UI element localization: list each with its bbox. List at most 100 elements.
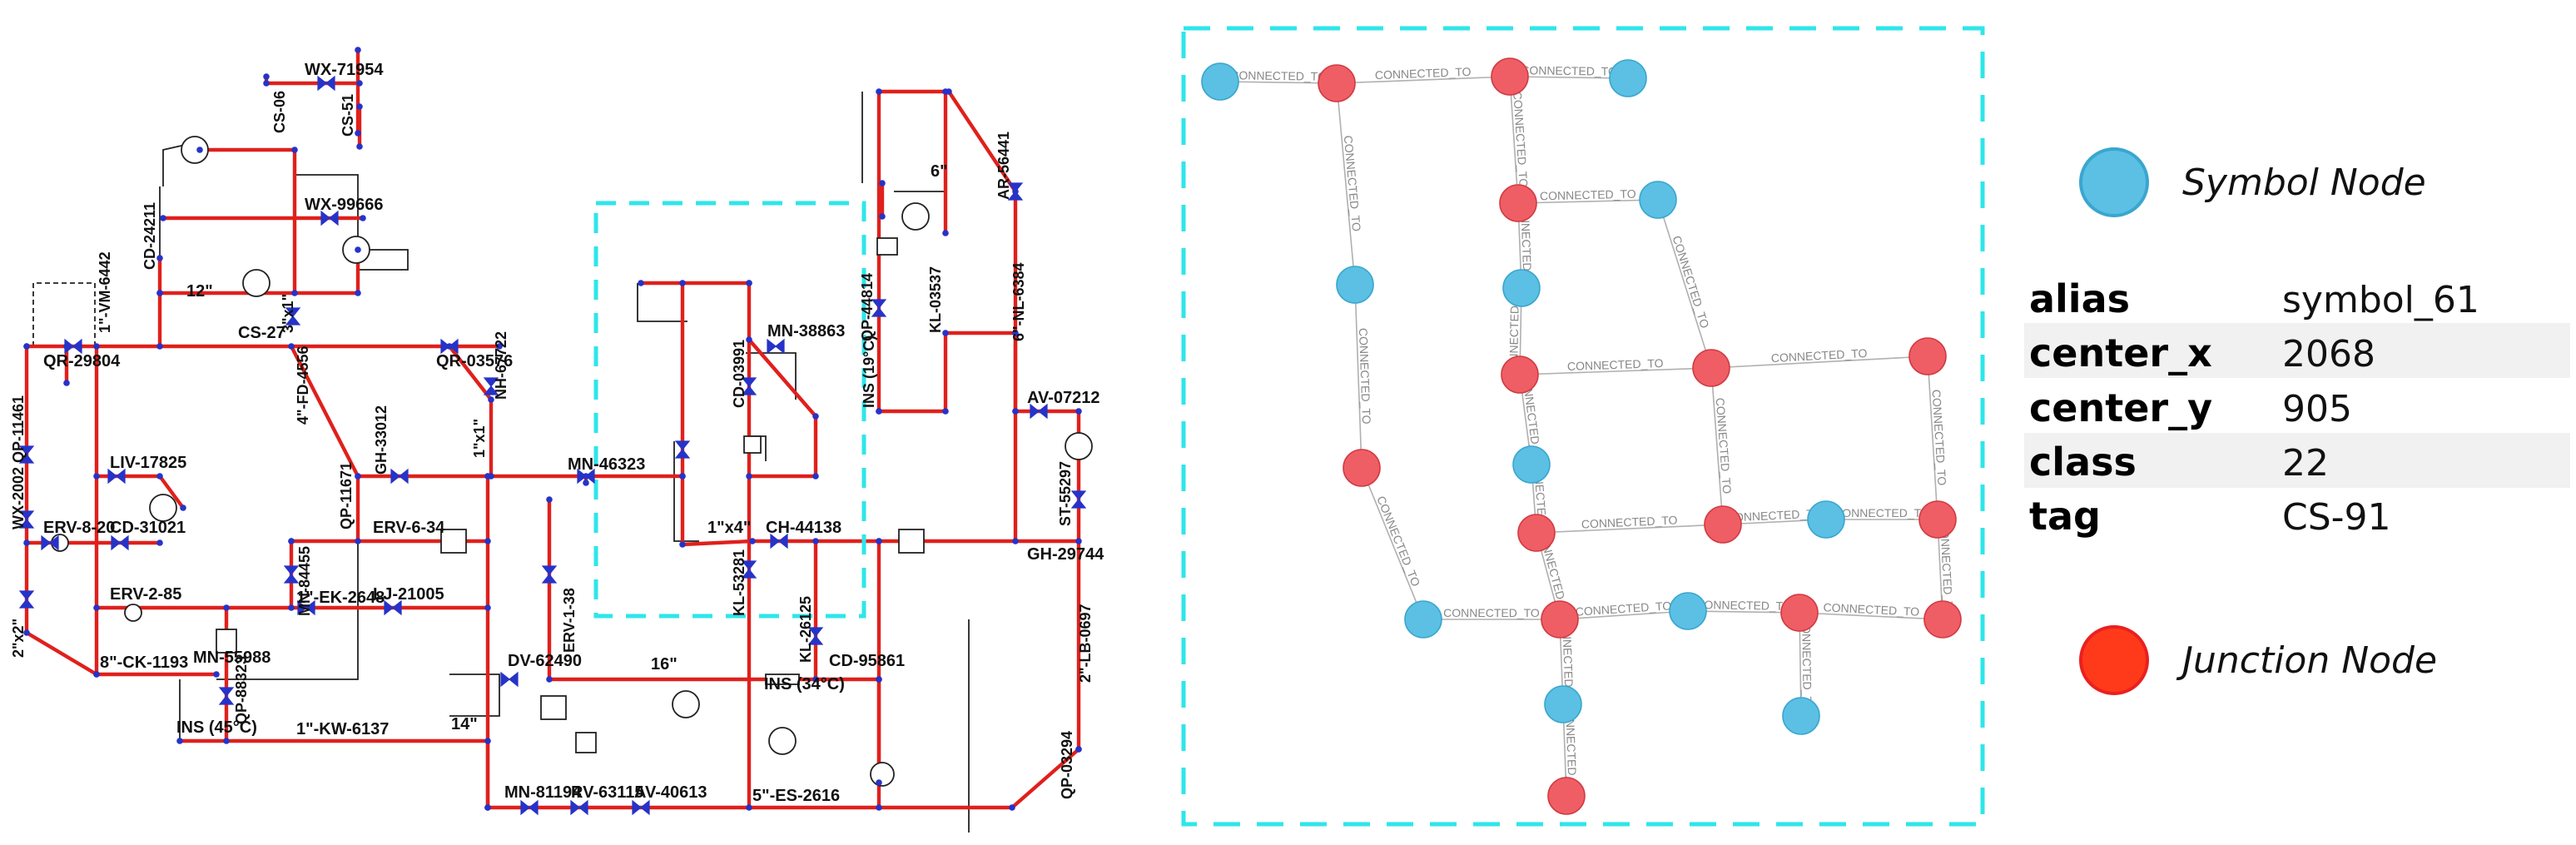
pid-label: RV-63115 <box>571 783 644 802</box>
pipe-joint <box>1012 330 1019 336</box>
junction-node[interactable] <box>1704 505 1742 544</box>
pipe-joint <box>746 280 752 286</box>
pipe-joint <box>156 290 163 296</box>
pipe <box>24 344 219 677</box>
graph-edge <box>1517 199 1659 204</box>
pipe-joint <box>355 47 361 53</box>
valve <box>741 377 757 395</box>
symbol-node[interactable] <box>1807 500 1845 539</box>
pipe-joint <box>749 538 756 544</box>
temp-label: INS (45°C) <box>176 718 257 737</box>
pipe-joint <box>876 804 882 811</box>
instrument-circle <box>768 727 797 755</box>
graph-nodes <box>1201 57 1962 815</box>
pipe-joint <box>291 147 298 153</box>
pipe-joint <box>546 676 553 683</box>
pid-vlabel: KL-53281 <box>731 549 747 616</box>
instrument-symbols <box>51 136 1093 787</box>
pipe-joint <box>496 343 503 350</box>
pid-vlabel: 1"x1" <box>471 419 488 458</box>
line-tag: 8"-CK-1193 <box>100 654 188 672</box>
valve <box>770 533 788 549</box>
junction-node[interactable] <box>1343 449 1381 487</box>
pid-vlabel: CD-24211 <box>141 202 158 270</box>
junction-node[interactable] <box>1501 355 1539 394</box>
pid-label: MN-81194 <box>504 783 582 802</box>
pipe-joint <box>879 180 886 186</box>
symbol-node[interactable] <box>1544 685 1582 723</box>
valve <box>674 440 691 459</box>
pipe-joint <box>223 604 230 611</box>
attribute-key-alias: alias <box>2029 276 2130 321</box>
graph-edges <box>1219 76 1943 797</box>
equipment-box <box>876 237 898 256</box>
pid-vlabel: 3"x1" <box>280 294 296 333</box>
equipment-box <box>216 629 237 654</box>
edge-label: CONNECTED_TO <box>1670 234 1712 330</box>
junction-node[interactable] <box>1318 64 1356 102</box>
graph-edge <box>1219 81 1338 84</box>
pid-label: DV-62490 <box>508 652 582 670</box>
junction-node[interactable] <box>1908 337 1947 375</box>
attribute-value-tag: CS-91 <box>2282 496 2391 539</box>
symbol-node[interactable] <box>1512 445 1551 484</box>
junction-node[interactable] <box>1541 600 1579 639</box>
edge-label: CONNECTED_TO <box>1342 135 1363 232</box>
pid-vlabel: QP-44814 <box>859 273 876 341</box>
pipe <box>747 337 818 479</box>
edge-label: CONNECTED_TO <box>1929 389 1948 486</box>
symbol-node[interactable] <box>1639 181 1677 219</box>
pid-label: ERV-8-20 <box>43 519 115 537</box>
pipe-joint <box>291 290 298 296</box>
pid-vlabel: MN-84455 <box>296 546 313 616</box>
graph-edge <box>1509 76 1629 79</box>
valve <box>483 377 499 395</box>
junction-node[interactable] <box>1780 594 1819 632</box>
symbol-node[interactable] <box>1201 62 1239 101</box>
graph-edge <box>1927 355 1938 520</box>
pipe-joint <box>156 255 163 261</box>
pid-vlabel: QP-11671 <box>338 462 355 529</box>
junction-node[interactable] <box>1918 500 1957 539</box>
edge-label: CONNECTED_TO <box>1725 506 1822 524</box>
junction-node[interactable] <box>1923 600 1962 639</box>
pipe-joint <box>746 473 752 480</box>
size-label: 6" <box>931 162 948 181</box>
junction-node[interactable] <box>1547 777 1586 815</box>
valve <box>320 210 339 226</box>
junction-node[interactable] <box>1692 349 1730 387</box>
symbol-node[interactable] <box>1404 600 1442 639</box>
junction-node[interactable] <box>1517 514 1556 552</box>
pipe-joint <box>355 538 361 544</box>
pipe-joint <box>156 473 163 480</box>
pipe-joint <box>1075 538 1082 544</box>
symbol-node[interactable] <box>1782 697 1820 735</box>
symbol-node[interactable] <box>1609 59 1647 97</box>
pipe-joint <box>156 343 163 350</box>
junction-node[interactable] <box>1491 57 1529 96</box>
valve <box>1070 490 1087 509</box>
line-tag: 1"-KW-6137 <box>296 720 389 738</box>
symbol-node[interactable] <box>1502 269 1541 307</box>
pipe <box>876 331 1018 414</box>
instrument-circle <box>870 762 895 787</box>
pipe-joint <box>484 738 491 744</box>
pid-label: CS-27 <box>238 324 285 342</box>
highlight-box-graph <box>1181 26 1985 827</box>
pipe-joint <box>356 143 363 150</box>
instrument-circle <box>181 136 209 164</box>
edge-label: CONNECTED_TO <box>1375 65 1472 82</box>
valve <box>741 560 757 579</box>
pid-vlabel: CS-51 <box>340 94 356 137</box>
symbol-node[interactable] <box>1669 592 1707 630</box>
junction-node[interactable] <box>1499 184 1537 222</box>
size-label: 14" <box>451 715 478 733</box>
pid-label: GH-29744 <box>1027 545 1104 564</box>
edge-label: CONNECTED_TO <box>1511 91 1531 188</box>
pid-vlabel: CD-03991 <box>731 340 747 408</box>
pipe-joint <box>23 629 30 636</box>
size-label: 1"x4" <box>707 519 751 537</box>
symbol-node[interactable] <box>1336 266 1374 304</box>
pipe-joint <box>93 343 100 350</box>
